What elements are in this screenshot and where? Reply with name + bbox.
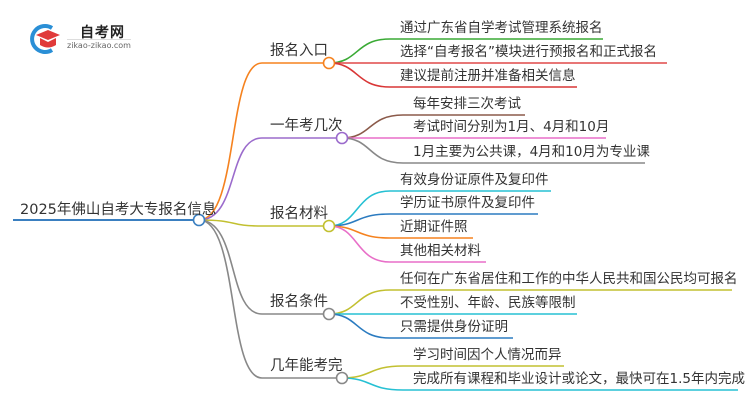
branch-collapse-toggle: [322, 219, 336, 233]
branch-collapse-toggle: [322, 56, 336, 70]
leaf-node[interactable]: 有效身份证原件及复印件: [400, 172, 549, 188]
leaf-connector: [328, 190, 551, 227]
leaf-node[interactable]: 1月主要为公共课，4月和10月为专业课: [413, 144, 650, 160]
branch-collapse-toggle: [335, 371, 349, 385]
leaf-connector: [328, 289, 732, 315]
leaf-node[interactable]: 考试时间分别为1月、4月和10月: [413, 119, 610, 135]
leaf-connector: [328, 225, 486, 263]
branch-node[interactable]: 一年考几次: [270, 118, 343, 134]
branch-connector: [198, 219, 342, 379]
leaf-connector: [341, 137, 645, 164]
branch-connector: [198, 137, 342, 221]
branch-node[interactable]: 报名条件: [270, 294, 328, 310]
branch-connector: [198, 219, 329, 227]
branch-node[interactable]: 报名材料: [270, 206, 328, 222]
leaf-connector: [328, 313, 513, 339]
root-node[interactable]: 2025年佛山自考大专报名信息: [20, 202, 217, 218]
leaf-connector: [328, 38, 603, 64]
leaf-connector: [328, 62, 577, 88]
logo-url: zikao-zikao.com: [67, 39, 131, 50]
leaf-node[interactable]: 不受性别、年龄、民族等限制: [400, 295, 576, 311]
branch-collapse-toggle: [322, 307, 336, 321]
logo-icon: [30, 24, 60, 54]
leaf-node[interactable]: 学习时间因个人情况而异: [413, 347, 562, 363]
leaf-connector: [341, 377, 738, 391]
leaf-node[interactable]: 每年安排三次考试: [413, 96, 521, 112]
leaf-node[interactable]: 建议提前注册并准备相关信息: [400, 68, 576, 84]
leaf-node[interactable]: 选择“自考报名”模块进行预报名和正式报名: [400, 44, 657, 60]
branch-node[interactable]: 几年能考完: [270, 358, 343, 374]
leaf-node[interactable]: 近期证件照: [400, 219, 468, 235]
leaf-connector: [341, 365, 564, 379]
leaf-connector: [328, 225, 473, 239]
branch-connector: [198, 219, 329, 315]
leaf-node[interactable]: 其他相关材料: [400, 243, 481, 259]
root-collapse-toggle: [192, 213, 206, 227]
leaf-connector: [328, 213, 538, 227]
branch-node[interactable]: 报名入口: [270, 43, 328, 59]
leaf-node[interactable]: 任何在广东省居住和工作的中华人民共和国公民均可报名: [400, 271, 738, 287]
leaf-node[interactable]: 学历证书原件及复印件: [400, 195, 535, 211]
leaf-node[interactable]: 通过广东省自学考试管理系统报名: [400, 20, 603, 36]
leaf-node[interactable]: 只需提供身份证明: [400, 319, 508, 335]
leaf-node[interactable]: 完成所有课程和毕业设计或论文，最快可在1.5年内完成: [413, 371, 745, 387]
leaf-connector: [341, 114, 525, 139]
branch-collapse-toggle: [335, 131, 349, 145]
logo-name: 自考网: [80, 25, 125, 41]
branch-connector: [198, 62, 329, 221]
